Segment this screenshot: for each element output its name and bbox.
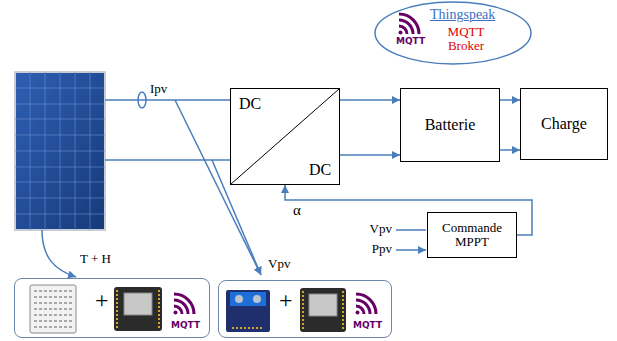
dht-sensor [30,285,76,333]
signal-name: Ipv [150,82,167,96]
measure-wire [42,230,76,277]
mqtt-logo-symbol [356,294,376,314]
mqtt-logo-symbol [174,294,194,314]
mqtt-logo-dot [174,31,403,315]
measure-wire [42,100,426,277]
dht-sensor [30,285,76,333]
esp-board [309,294,337,316]
mppt-box: Commande MPPT [427,212,517,258]
voltage-sensor [226,290,270,332]
logo-text: MQTT [396,37,425,47]
edge-label: α [292,202,302,219]
converter-side: DC [309,161,331,179]
esp-board [117,290,159,328]
current-sensor-symbol [138,92,146,108]
esp-board [124,293,152,315]
battery-box: Batterie [400,88,500,162]
mqtt-logo-dot [356,311,360,315]
esp-board [114,287,162,331]
logo-text: MQTT [353,321,382,331]
power-wire [105,100,230,160]
converter-diagonal [231,89,339,184]
box-title: Charge [541,115,587,133]
sensor-node-box: + MQTT [14,278,210,338]
voltage-sensor [253,295,261,303]
voltage-sensor [226,290,270,332]
plus-sign: + [279,287,293,313]
flow-arrow [340,99,400,101]
ellipse-outline [375,2,531,64]
converter-side: DC [239,95,261,113]
solar-panel [15,72,105,230]
broker-ellipse: MQTT ThingspeakMQTT Broker [374,1,532,65]
logo-text: MQTT [171,321,200,331]
power-wire [105,100,230,160]
signal-name: T + H [80,252,111,266]
mqtt-logo-dot [399,31,403,35]
sensor-node-box: + MQTT [218,280,392,338]
esp-board [303,291,343,329]
flow-arrow [500,99,520,101]
solar-panel [15,72,105,230]
box-title: Commande MPPT [434,221,510,250]
flow-arrow [340,154,400,156]
measure-wire [396,230,426,250]
converter-box: DC DC [230,88,340,185]
plus-sign: + [95,287,109,313]
esp-board [114,287,162,331]
voltage-sensor [235,295,243,303]
signal-name: Vpv [370,222,392,236]
dht-sensor [34,291,72,327]
flow-arrow [500,149,520,151]
signal-name: Ppv [372,242,392,256]
voltage-sensor [232,327,264,329]
mqtt-logo-symbol [399,14,419,34]
current-sensor-symbol [138,92,146,108]
solar-panel [15,72,105,230]
signal-name: Vpv [268,257,290,271]
esp-board [300,288,346,332]
box-title: Batterie [425,116,476,134]
service-name: Thingspeak [430,7,495,22]
broker-name: MQTT Broker [436,25,496,54]
measure-wire [175,100,261,275]
load-box: Charge [520,88,608,160]
esp-board [300,288,346,332]
mqtt-logo-dot [174,311,178,315]
voltage-sensor [230,292,266,306]
mqtt-logo-symbol [174,14,419,314]
measure-wire [212,160,261,275]
